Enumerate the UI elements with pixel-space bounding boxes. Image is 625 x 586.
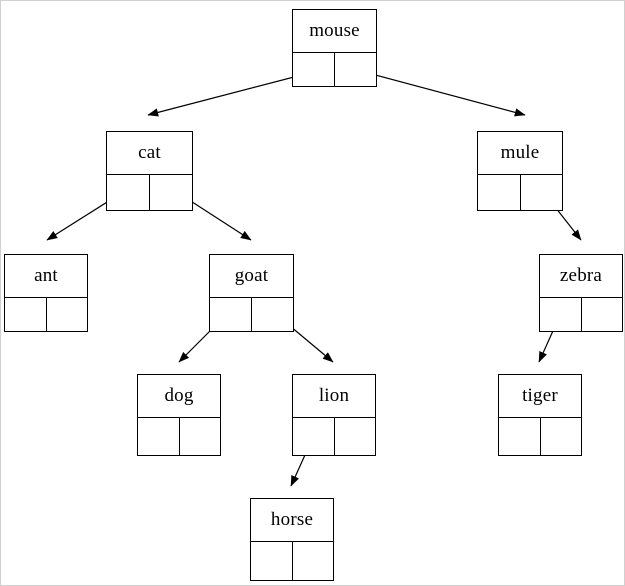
right-pointer-cell[interactable]	[582, 298, 623, 331]
edge-mouse-to-mule	[352, 68, 526, 117]
tree-node-pointer-row	[540, 298, 622, 331]
left-pointer-cell[interactable]	[251, 542, 293, 580]
tree-node-pointer-row	[138, 418, 220, 455]
tree-node-zebra[interactable]: zebra	[539, 254, 623, 332]
tree-node-label: ant	[5, 255, 87, 298]
left-pointer-cell[interactable]	[107, 175, 150, 210]
tree-node-horse[interactable]: horse	[250, 498, 334, 581]
tree-node-label: horse	[251, 499, 333, 542]
tree-node-lion[interactable]: lion	[292, 374, 376, 456]
right-pointer-cell[interactable]	[180, 418, 221, 455]
tree-node-cat[interactable]: cat	[106, 131, 193, 211]
left-pointer-cell[interactable]	[5, 298, 47, 331]
tree-node-pointer-row	[107, 175, 192, 210]
right-pointer-cell[interactable]	[47, 298, 88, 331]
left-pointer-cell[interactable]	[138, 418, 180, 455]
tree-node-tiger[interactable]: tiger	[498, 374, 582, 456]
left-pointer-cell[interactable]	[540, 298, 582, 331]
left-pointer-cell[interactable]	[499, 418, 541, 455]
tree-node-goat[interactable]: goat	[209, 254, 294, 332]
left-pointer-cell[interactable]	[293, 418, 335, 455]
tree-node-pointer-row	[293, 53, 376, 86]
tree-node-label: tiger	[499, 375, 581, 418]
tree-node-pointer-row	[478, 175, 562, 210]
right-pointer-cell[interactable]	[335, 418, 376, 455]
tree-node-pointer-row	[5, 298, 87, 331]
right-pointer-cell[interactable]	[252, 298, 293, 331]
tree-node-mouse[interactable]: mouse	[292, 9, 377, 87]
right-pointer-cell[interactable]	[521, 175, 563, 210]
tree-node-pointer-row	[210, 298, 293, 331]
tree-node-label: mule	[478, 132, 562, 175]
tree-node-pointer-row	[293, 418, 375, 455]
tree-node-label: zebra	[540, 255, 622, 298]
left-pointer-cell[interactable]	[293, 53, 335, 86]
tree-node-label: lion	[293, 375, 375, 418]
right-pointer-cell[interactable]	[293, 542, 334, 580]
tree-node-pointer-row	[499, 418, 581, 455]
tree-node-mule[interactable]: mule	[477, 131, 563, 211]
tree-node-dog[interactable]: dog	[137, 374, 221, 456]
right-pointer-cell[interactable]	[541, 418, 582, 455]
tree-node-label: goat	[210, 255, 293, 298]
left-pointer-cell[interactable]	[210, 298, 252, 331]
tree-node-label: dog	[138, 375, 220, 418]
tree-node-label: mouse	[293, 10, 376, 53]
right-pointer-cell[interactable]	[335, 53, 376, 86]
tree-node-ant[interactable]: ant	[4, 254, 88, 332]
left-pointer-cell[interactable]	[478, 175, 521, 210]
tree-node-pointer-row	[251, 542, 333, 580]
tree-node-label: cat	[107, 132, 192, 175]
right-pointer-cell[interactable]	[150, 175, 192, 210]
